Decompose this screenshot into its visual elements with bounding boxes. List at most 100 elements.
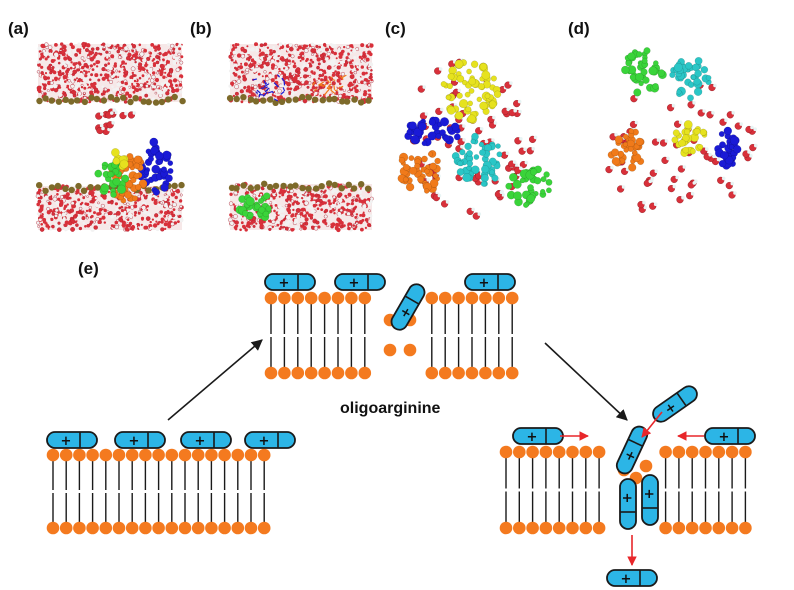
lipid-head-icon	[566, 445, 579, 459]
water-hydrogen	[648, 179, 653, 184]
water-molecule	[352, 224, 356, 227]
phosphate-bead	[292, 182, 299, 189]
water-molecule	[355, 47, 360, 51]
water-molecule	[344, 72, 348, 76]
water-molecule	[53, 59, 56, 62]
charge-symbol: +	[349, 276, 360, 291]
water-molecule	[80, 83, 84, 87]
water-molecule	[338, 93, 343, 99]
capsule-peptide-icon: +	[46, 431, 98, 449]
water-hydrogen	[101, 126, 105, 131]
water-molecule	[93, 220, 96, 224]
peptide-bead-green	[258, 197, 265, 204]
water-molecule	[149, 220, 152, 224]
water-molecule	[367, 93, 372, 98]
water-molecule	[172, 208, 176, 212]
water-molecule	[114, 224, 120, 230]
phosphate-bead	[325, 180, 333, 187]
water-molecule	[320, 208, 324, 212]
water-molecule	[64, 220, 69, 225]
water-molecule	[152, 87, 155, 91]
peptide-bead-orange	[622, 141, 629, 148]
water-molecule	[67, 51, 72, 57]
peptide-bead-yellow	[456, 92, 463, 99]
water-molecule	[297, 212, 301, 215]
peptide-bead-yellow	[461, 79, 468, 86]
water-molecule	[293, 62, 296, 65]
water-molecule	[271, 66, 275, 70]
water-molecule	[270, 59, 275, 63]
peptide-bead-yellow	[697, 144, 704, 150]
peptide-bead-yellow	[481, 70, 491, 80]
water-molecule	[370, 69, 373, 72]
water-molecule	[138, 197, 142, 201]
water-hydrogen	[713, 83, 717, 88]
water-molecule	[52, 79, 54, 82]
phosphate-bead	[88, 94, 95, 101]
water-molecule	[369, 72, 373, 76]
water-molecule	[156, 46, 161, 51]
water-molecule	[85, 59, 89, 63]
water-molecule	[354, 198, 359, 203]
water-molecule	[160, 59, 163, 62]
water-molecule	[338, 91, 341, 95]
water-molecule	[63, 195, 66, 199]
water-hydrogen	[437, 193, 442, 198]
water-molecule	[79, 48, 82, 51]
water-molecule	[282, 74, 287, 79]
lipid-head-icon	[712, 521, 726, 535]
water-molecule	[83, 211, 87, 215]
water-molecule	[169, 52, 172, 55]
water-molecule	[113, 214, 117, 218]
water-molecule	[253, 189, 256, 192]
water-molecule	[317, 62, 321, 66]
water-molecule	[237, 75, 241, 79]
water-molecule	[254, 42, 258, 47]
peptide-bead-blue	[718, 130, 725, 137]
water-molecule	[355, 213, 359, 216]
water-molecule	[344, 76, 347, 79]
lipid-head-icon	[479, 366, 492, 380]
water-molecule	[340, 71, 345, 77]
phosphate-bead	[326, 96, 333, 103]
water-molecule	[350, 202, 354, 206]
water-molecule	[360, 65, 364, 69]
water-molecule	[179, 90, 183, 94]
peptide-bead-cyan	[456, 168, 465, 176]
water-molecule	[175, 48, 179, 52]
water-molecule	[145, 216, 151, 221]
water-molecule	[123, 100, 128, 104]
water-molecule	[307, 213, 312, 218]
phosphate-bead	[305, 94, 312, 101]
peptide-bead-green	[652, 83, 659, 90]
water-molecule	[109, 45, 113, 50]
water-molecule	[128, 213, 133, 218]
water-molecule	[36, 87, 41, 92]
water-molecule	[143, 195, 148, 200]
water-molecule	[245, 67, 250, 72]
water-molecule	[243, 85, 247, 90]
lipid-head-icon	[659, 521, 672, 535]
membrane-schematic-right	[499, 445, 756, 535]
water-molecule	[230, 86, 233, 90]
charge-symbol: +	[129, 434, 140, 449]
lipid-head-icon	[264, 291, 278, 305]
water-molecule	[109, 91, 113, 94]
water-molecule	[164, 71, 167, 74]
water-molecule	[88, 208, 92, 213]
water-molecule	[306, 196, 311, 202]
water-molecule	[110, 201, 114, 205]
water-molecule	[246, 85, 251, 89]
water-molecule	[92, 55, 96, 59]
membrane-schematic-top	[264, 291, 529, 380]
simulation-snapshot-b	[226, 42, 374, 233]
water-molecule	[257, 64, 260, 67]
water-molecule	[323, 194, 328, 199]
water-molecule	[271, 225, 275, 228]
water-molecule	[57, 227, 62, 232]
water-molecule	[121, 223, 126, 228]
water-molecule	[177, 52, 181, 57]
peptide-bead-orange	[635, 137, 644, 146]
water-molecule	[163, 214, 167, 218]
water-molecule	[170, 222, 175, 227]
